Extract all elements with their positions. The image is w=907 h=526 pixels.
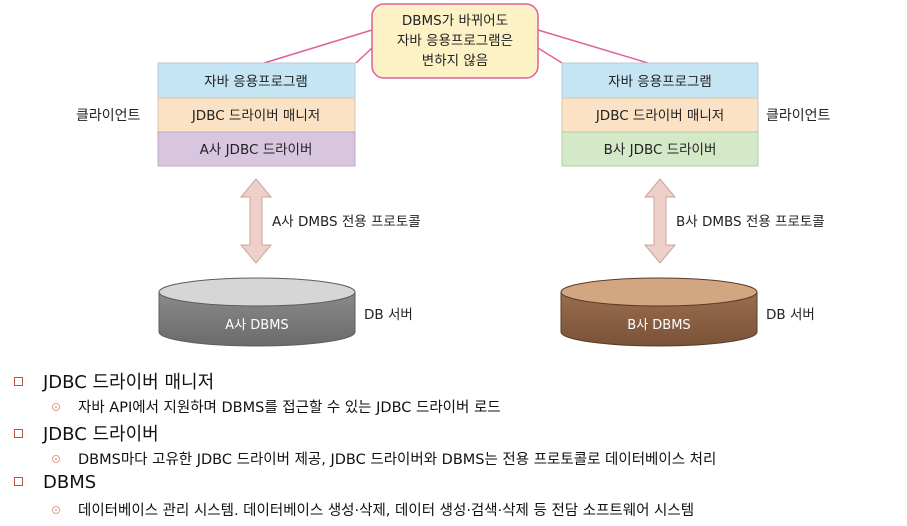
right-double-arrow-icon	[643, 178, 677, 264]
left-app-label: 자바 응용프로그램	[204, 74, 308, 90]
callout-connector-left	[263, 29, 373, 64]
sub-bullet-item-2: DBMS마다 고유한 JDBC 드라이버 제공, JDBC 드라이버와 DBMS…	[52, 448, 716, 469]
bullet-item-1: JDBC 드라이버 매니저	[14, 368, 214, 394]
left-server-label: DB 서버	[364, 307, 413, 323]
right-manager-box	[561, 97, 759, 133]
callout-line-1: DBMS가 바뀌어도	[402, 13, 508, 29]
sub-bullet-item-3: 데이터베이스 관리 시스템. 데이터베이스 생성·삭제, 데이터 생성·검색·삭…	[52, 499, 694, 520]
callout: DBMS가 바뀌어도 자바 응용프로그램은 변하지 않음	[371, 3, 539, 79]
callout-connector-left-2	[355, 47, 373, 64]
bullet-title: JDBC 드라이버	[43, 424, 159, 445]
right-app-label: 자바 응용프로그램	[608, 74, 712, 90]
left-manager-box	[157, 97, 356, 133]
right-manager-label: JDBC 드라이버 매니저	[595, 108, 724, 124]
left-manager-label: JDBC 드라이버 매니저	[191, 108, 320, 124]
callout-line-2: 자바 응용프로그램은	[397, 33, 513, 49]
right-server-label: DB 서버	[766, 307, 815, 323]
callout-connector-right	[537, 29, 649, 64]
sub-bullet-item-1: 자바 API에서 지원하며 DBMS를 접근할 수 있는 JDBC 드라이버 로…	[52, 396, 501, 417]
right-driver-label: B사 JDBC 드라이버	[604, 142, 717, 158]
right-db-cylinder-icon: B사 DBMS	[560, 277, 758, 347]
left-driver-label: A사 JDBC 드라이버	[200, 142, 313, 158]
square-bullet-icon	[14, 376, 23, 386]
left-protocol-label: A사 DMBS 전용 프로토콜	[272, 214, 421, 230]
circle-bullet-icon	[52, 506, 60, 514]
callout-box	[371, 3, 539, 79]
left-client-label: 클라이언트	[76, 108, 141, 124]
bullet-detail: 데이터베이스 관리 시스템. 데이터베이스 생성·삭제, 데이터 생성·검색·삭…	[78, 503, 695, 519]
left-double-arrow-icon	[239, 178, 273, 264]
right-app-box	[561, 62, 759, 99]
right-db-label: B사 DBMS	[627, 318, 690, 333]
left-client-stack: 자바 응용프로그램 JDBC 드라이버 매니저 A사 JDBC 드라이버	[157, 62, 356, 167]
bullet-item-3: DBMS	[14, 472, 96, 493]
left-db-label: A사 DBMS	[225, 318, 288, 333]
square-bullet-icon	[14, 476, 23, 486]
right-client-stack: 자바 응용프로그램 JDBC 드라이버 매니저 B사 JDBC 드라이버	[561, 62, 759, 167]
bullet-title: JDBC 드라이버 매니저	[43, 372, 215, 393]
callout-connector-right-2	[537, 47, 563, 64]
callout-connectors	[263, 29, 649, 64]
bullet-detail: DBMS마다 고유한 JDBC 드라이버 제공, JDBC 드라이버와 DBMS…	[78, 452, 717, 468]
left-db-cylinder-icon: A사 DBMS	[158, 277, 356, 347]
jdbc-architecture-diagram: DBMS가 바뀌어도 자바 응용프로그램은 변하지 않음 자바 응용프로그램 J…	[76, 3, 831, 347]
bullet-detail: 자바 API에서 지원하며 DBMS를 접근할 수 있는 JDBC 드라이버 로…	[78, 400, 501, 416]
right-protocol-label: B사 DMBS 전용 프로토콜	[676, 214, 825, 230]
bullet-title: DBMS	[43, 472, 97, 493]
square-bullet-icon	[14, 428, 23, 438]
right-driver-box	[561, 131, 759, 167]
callout-line-3: 변하지 않음	[422, 53, 488, 69]
circle-bullet-icon	[52, 403, 60, 411]
bullet-item-2: JDBC 드라이버	[14, 420, 159, 446]
right-client-label: 클라이언트	[766, 108, 831, 124]
left-driver-box	[157, 131, 356, 167]
circle-bullet-icon	[52, 455, 60, 463]
